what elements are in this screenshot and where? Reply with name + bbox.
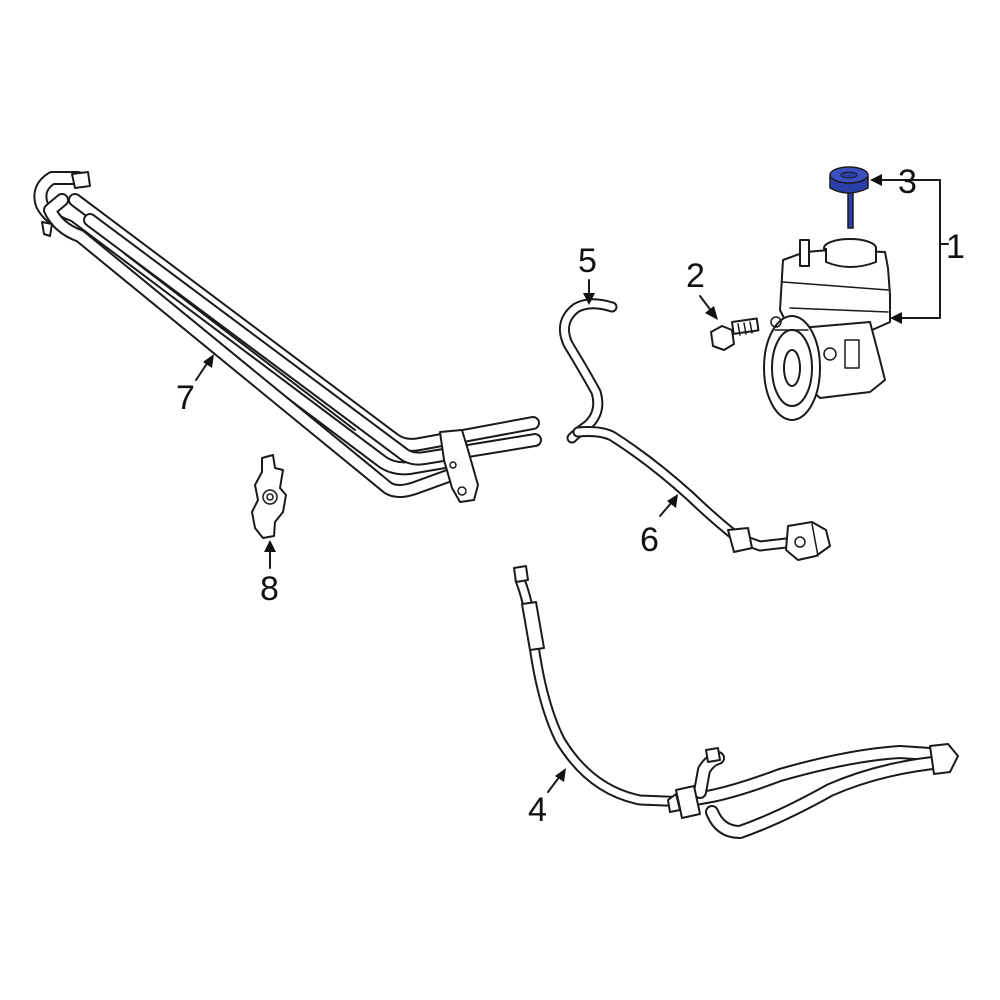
part-4-pressure-line[interactable] (513, 565, 959, 839)
leader-1 (890, 312, 902, 324)
leader-2 (699, 295, 718, 320)
callout-7: 7 (176, 379, 195, 417)
part-7-cooler-tubes[interactable] (33, 171, 542, 503)
callout-1: 1 (946, 228, 965, 266)
leader-6 (659, 494, 678, 517)
callout-8: 8 (260, 570, 279, 608)
part-8-bracket[interactable] (251, 454, 287, 539)
leader-5 (583, 279, 595, 305)
part-1-power-steering-pump[interactable] (763, 238, 891, 421)
part-3-reservoir-cap[interactable] (829, 166, 869, 229)
callout-4: 4 (528, 791, 547, 829)
part-2-bolt[interactable] (710, 317, 760, 351)
callout-2: 2 (686, 257, 705, 295)
callout-6: 6 (640, 521, 659, 559)
callout-3: 3 (898, 163, 917, 201)
leader-3 (870, 174, 896, 186)
callout-5: 5 (578, 242, 597, 280)
leader-7 (195, 354, 214, 381)
part-6-hose[interactable] (572, 426, 831, 561)
leader-8 (264, 540, 276, 569)
part-5-hose[interactable] (558, 298, 618, 444)
leader-4 (547, 768, 566, 793)
callout-bracket-1 (894, 179, 949, 319)
